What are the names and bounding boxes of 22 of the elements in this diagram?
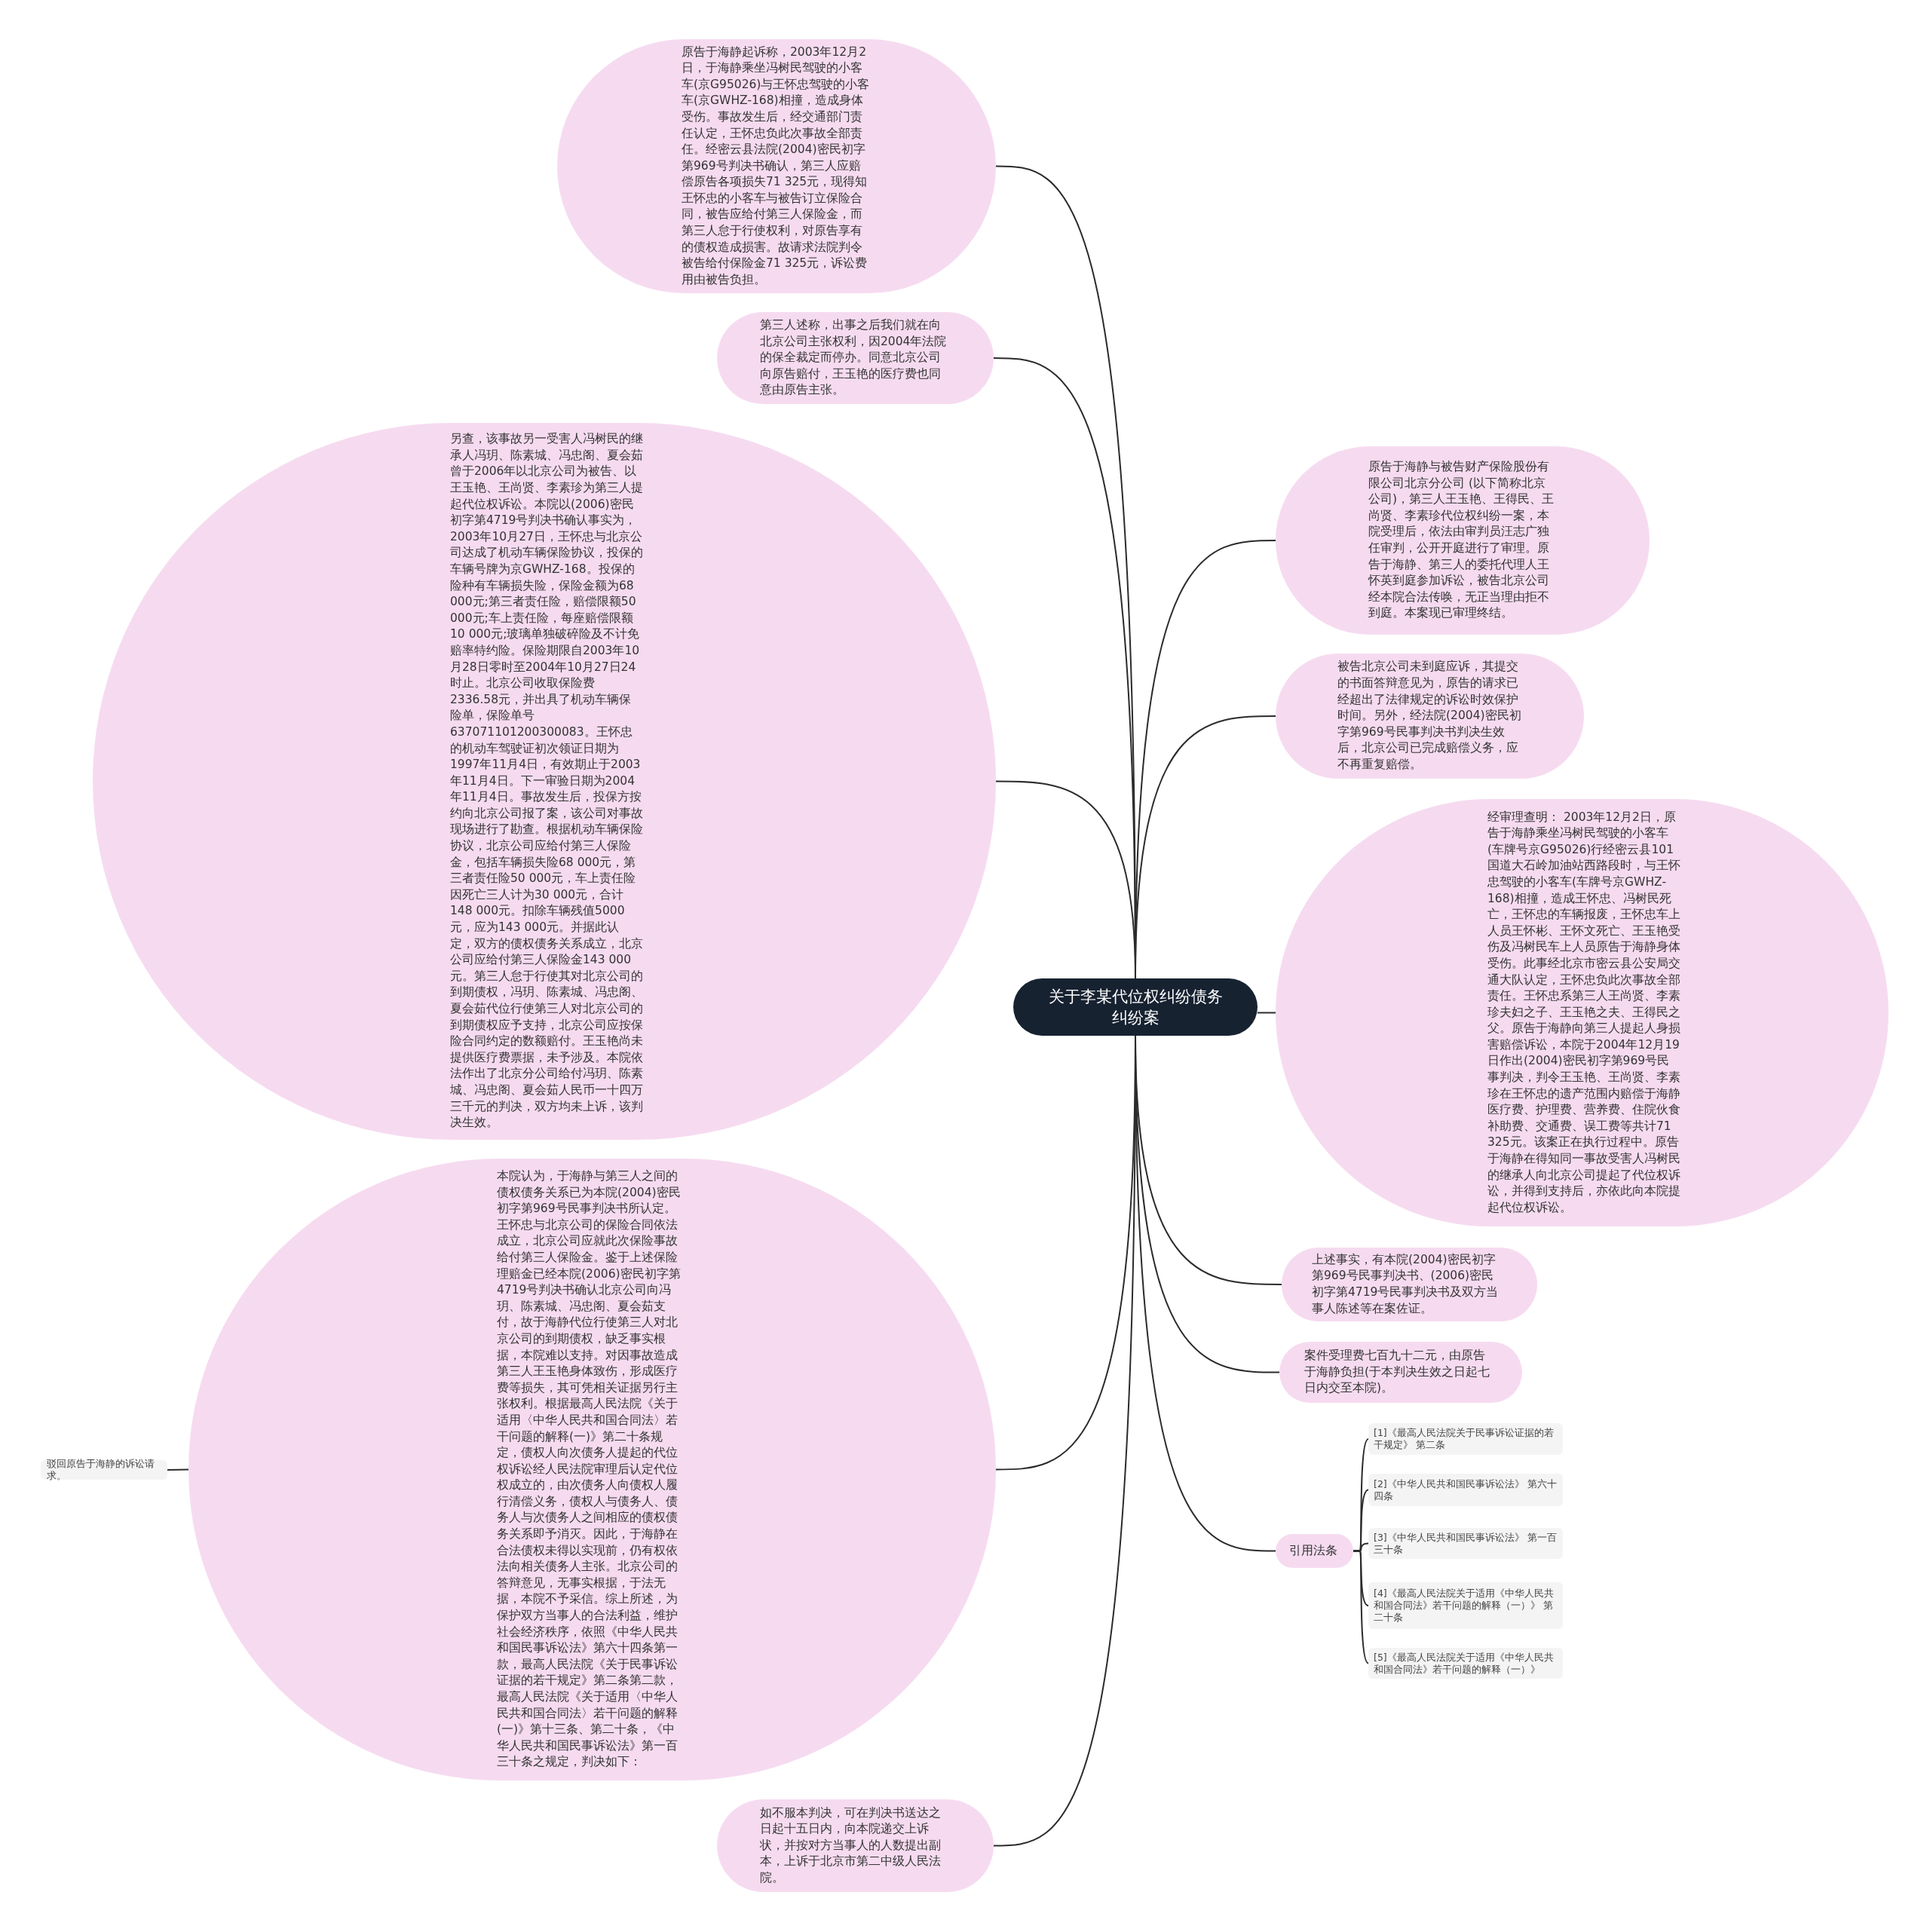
citation-label: [2]《中华人民共和国民事诉讼法》 第六十四条 — [1368, 1474, 1563, 1506]
connector-line — [1353, 1542, 1369, 1552]
connector-line — [1257, 1012, 1276, 1014]
topic-bubble: 被告北京公司未到庭应诉，其提交的书面答辩意见为，原告的请求已经超出了法律规定的诉讼时效保护时间。另外，经法院(2004)密民初字第969号民事判决书判决生效后，北京公司已完成赔偿义务，应不再重复赔偿。 — [1276, 654, 1584, 779]
citation-label: [3]《中华人民共和国民事诉讼法》 第一百三十条 — [1368, 1528, 1563, 1559]
topic-bubble: 如不服本判决，可在判决书送达之日起十五日内，向本院递交上诉状，并按对方当事人的人数提出副本，上诉于北京市第二中级人民法院。 — [717, 1799, 994, 1892]
topic-bubble: 案件受理费七百九十二元，由原告于海静负担(于本判决生效之日起七日内交至本院)。 — [1279, 1342, 1522, 1403]
topic-bubble: 另查，该事故另一受害人冯树民的继承人冯玥、陈素城、冯忠阁、夏会茹曾于2006年以北京公司为被告、以王玉艳、王尚贤、李素珍为第三人提起代位权诉讼。本院以(2006)密民初字第4719号判决书确认事实为，2003年10月27日，王怀忠与北京公司达成了机动车辆保险协议，投保的车辆号牌为京GWHZ-168。投保的险种有车辆损失险，保险金额为68 000元;第三者责任险，赔偿限额50 000元;车上责任险，每座赔偿限额10 000元;玻璃单独破碎险及不计免赔率特约险。保险期限自2003年10月28日零时至2004年10月27日24时止。北京公司收取保险费2336.58元，并出具了机动车辆保险单，保险单号637071101200300083。王怀忠的机动车驾驶证初次领证日期为1997年11月4日，有效期止于2003年11月4日。下一审验日期为2004年11月4日。事故发生后，投保方按约向北京公司报了案，该公司对事故现场进行了勘查。根据机动车辆保险协议，北京公司应给付第三人保险金，包括车辆损失险68 000元，第三者责任险50 000元，车上责任险因死亡三人计为30 000元，合计148 000元。扣除车辆残值5000元，应为143 000元。并据此认定，双方的债权债务关系成立，北京公司应给付第三人保险金143 000元。第三人怠于行使其对北京公司的到期债权，冯玥、陈素城、冯忠阁、夏会茹代位行使第三人对北京公司的到期债权应予支持，北京公司应按保险合同约定的数额赔付。王玉艳尚未提供医疗费票据，未予涉及。本院依法作出了北京分公司给付冯玥、陈素城、冯忠阁、夏会茹人民币一十四万三千元的判决，双方均未上诉，该判决生效。 — [93, 423, 996, 1140]
topic-bubble: 引用法条 — [1276, 1534, 1353, 1568]
topic-bubble: 第三人述称，出事之后我们就在向北京公司主张权利，因2004年法院的保全裁定而停办。同意北京公司向原告赔付，王玉艳的医疗费也同意由原告主张。 — [717, 312, 994, 404]
topic-bubble: 原告于海静起诉称，2003年12月2日，于海静乘坐冯树民驾驶的小客车(京G95026)与王怀忠驾驶的小客车(京GWHZ-168)相撞，造成身体受伤。事故发生后，经交通部门责任认定，王怀忠负此次事故全部责任。经密云县法院(2004)密民初字第969号判决书确认，第三人应赔偿原告各项损失71 325元，现得知王怀忠的小客车与被告订立保险合同，被告应给付第三人保险金，而第三人怠于行使权利，对原告享有的债权造成损害。故请求法院判令被告给付保险金71 325元，诉讼费用由被告负担。 — [557, 39, 996, 293]
topic-bubble: 经审理查明： 2003年12月2日，原告于海静乘坐冯树民驾驶的小客车(车牌号京G95026)行经密云县101国道大石岭加油站西路段时，与王怀忠驾驶的小客车(车牌号京GWHZ-168)相撞，造成王怀忠、冯树民死亡，王怀忠的车辆报废，王怀忠车上人员王怀彬、王怀文死亡、王玉艳受伤及冯树民车上人员原告于海静身体受伤。此事经北京市密云县公安局交通大队认定，王怀忠负此次事故全部责任。王怀忠系第三人王尚贤、李素珍夫妇之子、王玉艳之夫、王得民之父。原告于海静向第三人提起人身损害赔偿诉讼，本院于2004年12月19日作出(2004)密民初字第969号民事判决，判令王玉艳、王尚贤、李素珍在王怀忠的遗产范围内赔偿于海静医疗费、护理费、营养费、住院伙食补助费、交通费、误工费等共计71 325元。该案正在执行过程中。原告于海静在得知同一事故受害人冯树民的继承人向北京公司提起了代位权诉讼，并得到支持后，亦依此向本院提起代位权诉讼。 — [1276, 799, 1889, 1226]
citation-label: [1]《最高人民法院关于民事诉讼证据的若干规定》 第二条 — [1368, 1423, 1563, 1455]
citation-label: [4]《最高人民法院关于适用《中华人民共和国合同法》若干问题的解释（一）》 第二十条 — [1368, 1582, 1563, 1629]
connector-line — [167, 1468, 189, 1471]
topic-bubble: 上述事实，有本院(2004)密民初字第969号民事判决书、(2006)密民初字第4719号民事判决书及双方当事人陈述等在案佐证。 — [1282, 1248, 1537, 1321]
topic-bubble: 原告于海静与被告财产保险股份有限公司北京分公司 (以下简称北京公司)，第三人王玉艳、王得民、王尚贤、李素珍代位权纠纷一案，本院受理后，依法由审判员汪志广独任审判，公开开庭进行了审理。原告于海静、第三人的委托代理人王怀英到庭参加诉讼，被告北京公司经本院合法传唤，无正当理由拒不到庭。本案现已审理终结。 — [1276, 446, 1650, 635]
central-topic: 关于李某代位权纠纷债务纠纷案 — [1013, 978, 1258, 1036]
connector-line — [1353, 1550, 1369, 1664]
conclusion-label: 驳回原告于海静的诉讼请求。 — [41, 1460, 167, 1480]
topic-bubble: 本院认为，于海静与第三人之间的债权债务关系已为本院(2004)密民初字第969号民事判决书所认定。王怀忠与北京公司的保险合同依法成立，北京公司应就此次保险事故给付第三人保险金。鉴于上述保险理赔金已经本院(2006)密民初字第4719号判决书确认北京公司向冯玥、陈素城、冯忠阁、夏会茹支付，故于海静代位行使第三人对北京公司的到期债权，缺乏事实根据，本院难以支持。对因事故造成第三人王玉艳身体致伤，形成医疗费等损失，其可凭相关证据另行主张权利。根据最高人民法院《关于适用〈中华人民共和国合同法〉若干问题的解释(一)》第二十条规定，债权人向次债务人提起的代位权诉讼经人民法院审理后认定代位权成立的，由次债务人向债权人履行清偿义务，债权人与债务人、债务人与次债务人之间相应的债权债务关系即予消灭。因此，于海静在合法债权未得以实现前，仍有权依法向相关债务人主张。北京公司的答辩意见，无事实根据，于法无据，本院不予采信。综上所述，为保护双方当事人的合法利益，维护社会经济秩序，依照《中华人民共和国民事诉讼法》第六十四条第一款，最高人民法院《关于民事诉讼证据的若干规定》第二条第二款，最高人民法院《关于适用〈中华人民共和国合同法〉若干问题的解释(一)》第十三条、第二十条，《中华人民共和国民事诉讼法》第一百三十条之规定，判决如下： — [188, 1159, 996, 1780]
citation-label: [5]《最高人民法院关于适用《中华人民共和国合同法》若干问题的解释（一）》 — [1368, 1648, 1563, 1679]
